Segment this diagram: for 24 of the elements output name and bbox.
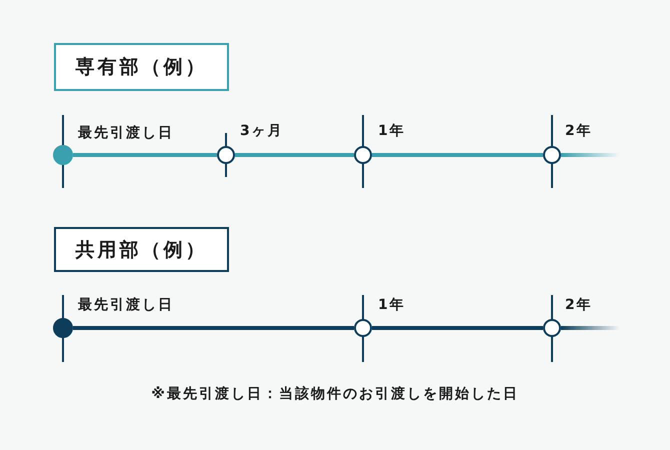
- time-label: 3ヶ月: [240, 122, 284, 140]
- timeline-point: [217, 146, 235, 164]
- time-label: 最先引渡し日: [78, 124, 174, 142]
- timeline-line: [235, 153, 354, 157]
- timeline-point: [543, 146, 561, 164]
- heading-box: 共用部（例）: [54, 227, 229, 272]
- timeline-line: [73, 326, 354, 330]
- timeline-point: [354, 146, 372, 164]
- time-label: 最先引渡し日: [78, 296, 174, 314]
- fading-timeline-line: [561, 326, 620, 330]
- timeline-line: [372, 326, 543, 330]
- timeline-point: [543, 319, 561, 337]
- time-label: 1年: [378, 122, 406, 140]
- fading-timeline-line: [561, 153, 620, 157]
- time-label: 2年: [565, 122, 593, 140]
- timeline-point: [354, 319, 372, 337]
- timeline-line: [73, 153, 217, 157]
- timeline-point: [53, 318, 73, 338]
- timeline-line: [372, 153, 543, 157]
- heading-box: 専有部（例）: [54, 43, 229, 91]
- footnote: ※最先引渡し日：当該物件のお引渡しを開始した日: [151, 386, 519, 402]
- time-label: 1年: [378, 296, 406, 314]
- time-label: 2年: [565, 296, 593, 314]
- timeline-point: [53, 145, 73, 165]
